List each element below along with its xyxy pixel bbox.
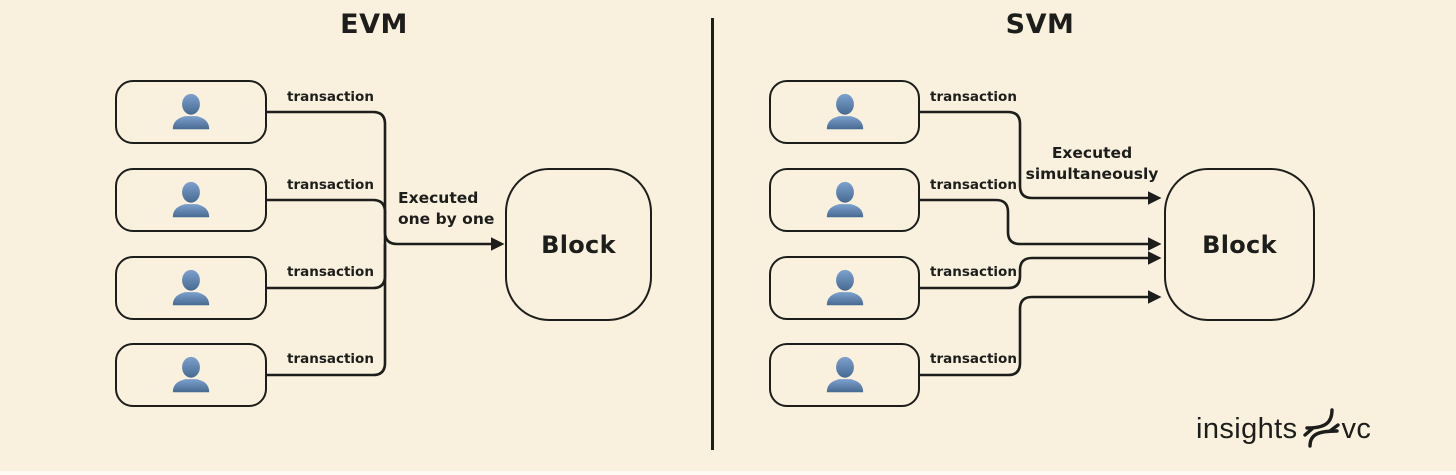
svm-arrowhead-3 (1148, 251, 1162, 265)
svm-connectors (920, 110, 1162, 377)
svm-transaction-label-1: transaction (930, 89, 1017, 105)
evm-execution-note: Executed one by one (398, 188, 518, 230)
evm-user-box-1 (115, 80, 267, 144)
user-icon (826, 93, 863, 130)
evm-transaction-label-3: transaction (287, 264, 374, 280)
evm-arrowhead (491, 237, 505, 251)
evm-block-label: Block (541, 230, 616, 259)
user-icon (826, 181, 863, 218)
evm-title: EVM (340, 9, 408, 40)
logo-text-right: vc (1341, 412, 1372, 445)
evm-user-box-2 (115, 168, 267, 232)
svm-user-box-1 (769, 80, 920, 144)
svm-transaction-label-4: transaction (930, 351, 1017, 367)
user-icon (172, 93, 210, 130)
user-icon (826, 269, 863, 306)
evm-transaction-label-2: transaction (287, 177, 374, 193)
svm-execution-note-line-1: Executed (1051, 144, 1133, 162)
evm-transaction-label-4: transaction (287, 351, 374, 367)
insights-vc-logo: insights vc (1196, 406, 1371, 452)
evm-user-box-3 (115, 256, 267, 320)
svm-transaction-label-3: transaction (930, 264, 1017, 280)
svm-block-box: Block (1164, 168, 1315, 321)
svm-execution-note-line-2: simultaneously (1025, 165, 1159, 183)
logo-text-left: insights (1196, 412, 1298, 445)
svm-arrowhead-4 (1148, 290, 1162, 304)
bottom-edge-strip (0, 471, 1456, 475)
user-icon (826, 356, 863, 393)
svm-arrowhead-2 (1148, 237, 1162, 251)
evm-connectors (267, 110, 505, 377)
crossed-swoosh-icon (1302, 408, 1340, 448)
svm-block-label: Block (1202, 230, 1277, 259)
svm-execution-note: Executed simultaneously (1012, 143, 1172, 185)
svm-user-box-3 (769, 256, 920, 320)
evm-transaction-label-1: transaction (287, 89, 374, 105)
evm-block-box: Block (505, 168, 652, 321)
svm-transaction-label-2: transaction (930, 177, 1017, 193)
user-icon (172, 356, 210, 393)
evm-user-box-4 (115, 343, 267, 407)
user-icon (172, 181, 210, 218)
evm-execution-note-line-1: Executed (398, 189, 479, 207)
svm-title: SVM (1005, 9, 1075, 40)
svm-arrowhead-1 (1148, 191, 1162, 205)
svm-user-box-2 (769, 168, 920, 232)
user-icon (172, 269, 210, 306)
evm-execution-note-line-2: one by one (398, 210, 495, 228)
svm-user-box-4 (769, 343, 920, 407)
